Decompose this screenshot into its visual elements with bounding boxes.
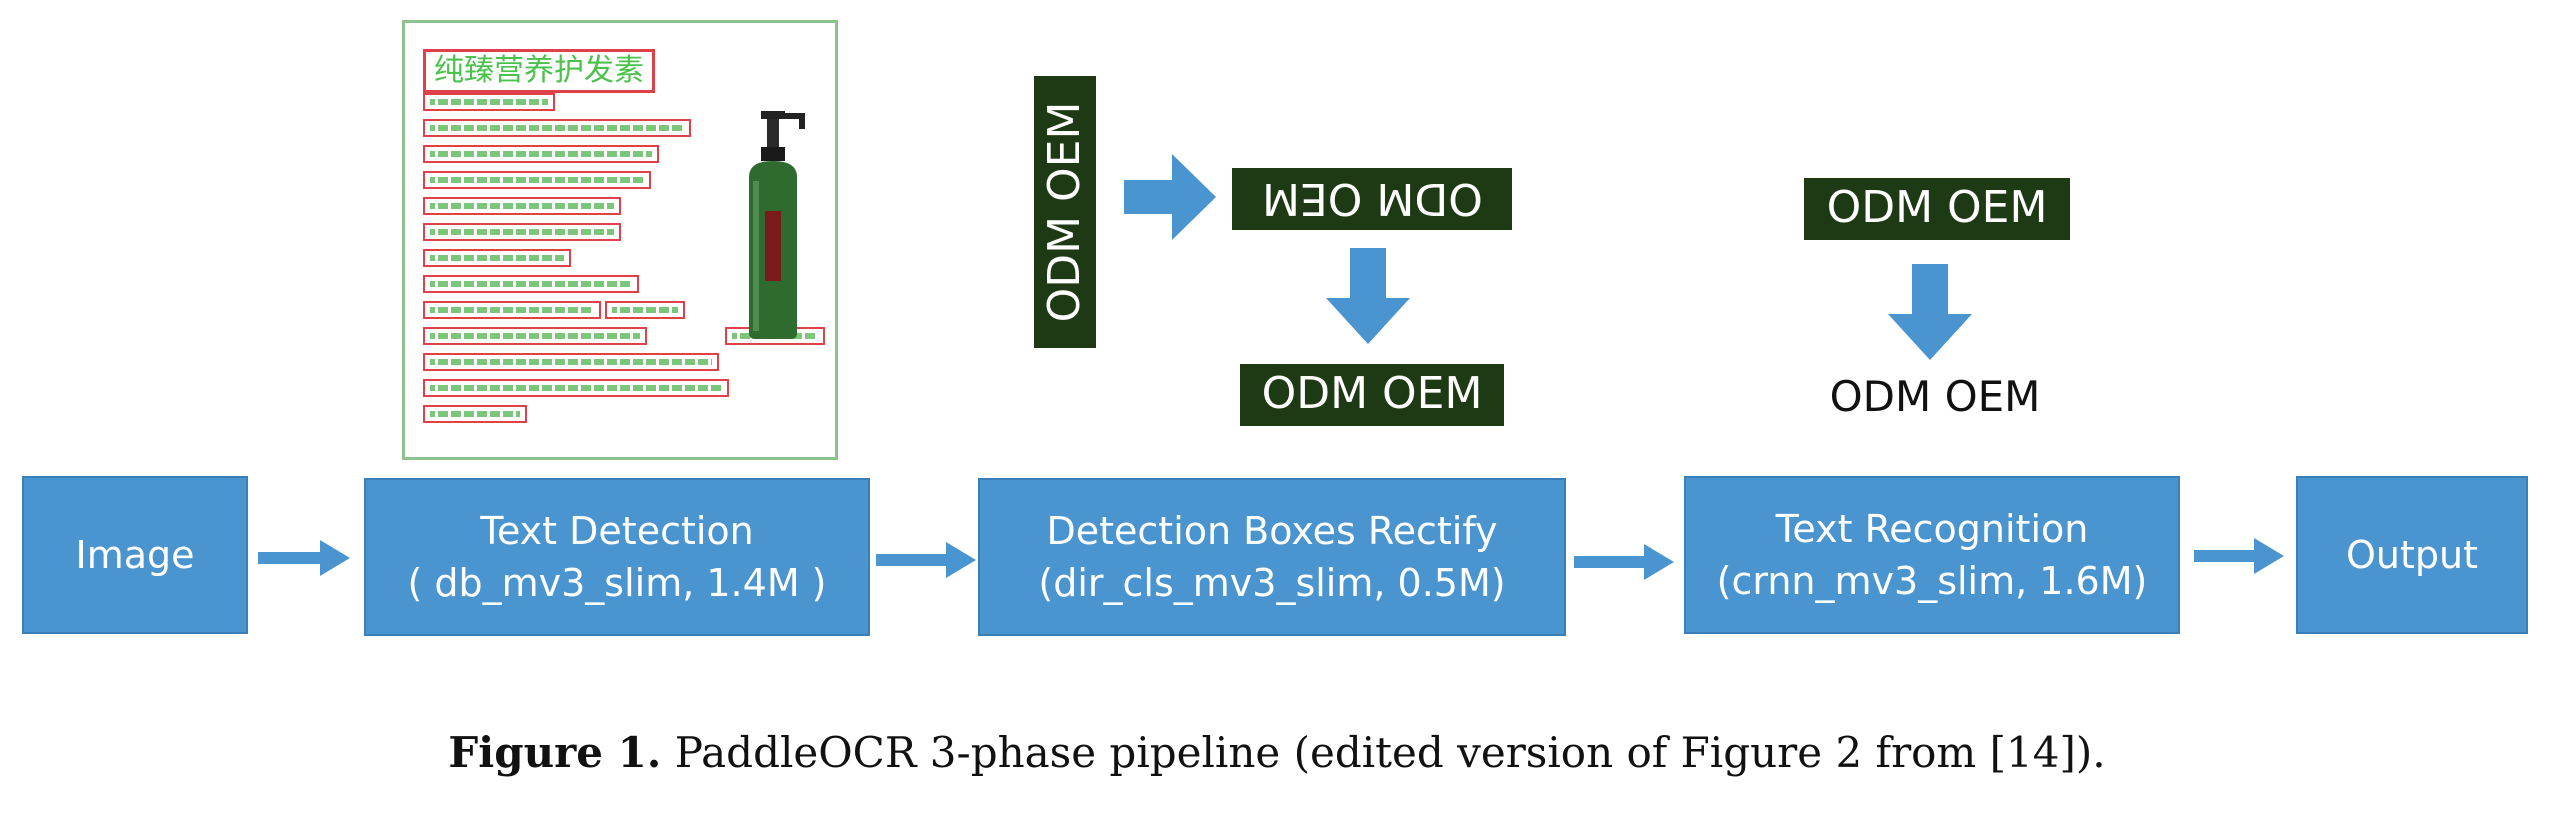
detected-text-line bbox=[423, 119, 691, 137]
right-arrow-icon bbox=[2194, 538, 2284, 574]
upside-down-text-crop: ODM OEM bbox=[1232, 168, 1512, 230]
detected-text-line bbox=[605, 301, 685, 319]
down-arrow-icon bbox=[1326, 248, 1410, 344]
detected-text-line bbox=[423, 275, 639, 293]
shampoo-bottle-image bbox=[749, 111, 805, 339]
text-detection-title: Text Detection bbox=[480, 509, 754, 553]
text-recognition-model: (crnn_mv3_slim, 1.6M) bbox=[1716, 559, 2148, 603]
rectified-text-label: ODM OEM bbox=[1261, 368, 1483, 419]
down-arrow-icon bbox=[1888, 264, 1972, 360]
text-detection-stage-box: Text Detection ( db_mv3_slim, 1.4M ) bbox=[364, 478, 870, 636]
output-stage-label: Output bbox=[2346, 533, 2478, 577]
right-arrow-icon bbox=[876, 542, 976, 578]
upside-down-text-label: ODM OEM bbox=[1261, 173, 1483, 224]
recognition-input-label: ODM OEM bbox=[1826, 182, 2048, 233]
detected-text-line bbox=[423, 171, 651, 189]
box-rectify-title: Detection Boxes Rectify bbox=[1046, 509, 1498, 553]
detected-text-line bbox=[423, 93, 555, 111]
right-arrow-icon bbox=[1574, 544, 1674, 580]
recognition-input-crop: ODM OEM bbox=[1804, 178, 2070, 240]
text-recognition-stage-box: Text Recognition (crnn_mv3_slim, 1.6M) bbox=[1684, 476, 2180, 634]
image-stage-box: Image bbox=[22, 476, 248, 634]
detected-text-line bbox=[423, 301, 601, 319]
detected-text-line bbox=[423, 327, 647, 345]
detected-text-line bbox=[423, 353, 719, 371]
sample-document-image: 纯臻营养护发素 bbox=[402, 20, 838, 460]
detected-text-line bbox=[423, 197, 621, 215]
detected-text-line bbox=[423, 145, 659, 163]
vertical-text-crop: ODM OEM bbox=[1034, 76, 1096, 348]
detected-text-line bbox=[423, 249, 571, 267]
vertical-text-label: ODM OEM bbox=[1039, 101, 1090, 323]
figure-caption-text: PaddleOCR 3-phase pipeline (edited versi… bbox=[661, 728, 2106, 777]
figure-caption-label: Figure 1. bbox=[448, 728, 662, 777]
figure-caption: Figure 1. PaddleOCR 3-phase pipeline (ed… bbox=[0, 728, 2554, 777]
output-stage-box: Output bbox=[2296, 476, 2528, 634]
right-arrow-icon bbox=[258, 540, 350, 576]
detected-text-line bbox=[423, 379, 729, 397]
detected-text-line bbox=[423, 223, 621, 241]
sample-document-title: 纯臻营养护发素 bbox=[423, 49, 655, 93]
box-rectify-stage-box: Detection Boxes Rectify (dir_cls_mv3_sli… bbox=[978, 478, 1566, 636]
right-arrow-icon bbox=[1124, 154, 1216, 240]
box-rectify-model: (dir_cls_mv3_slim, 0.5M) bbox=[1038, 561, 1506, 605]
rectified-text-crop: ODM OEM bbox=[1240, 364, 1504, 426]
text-recognition-title: Text Recognition bbox=[1775, 507, 2089, 551]
recognized-text-output: ODM OEM bbox=[1829, 372, 2041, 421]
image-stage-label: Image bbox=[75, 533, 195, 577]
detected-text-line bbox=[423, 405, 527, 423]
text-detection-model: ( db_mv3_slim, 1.4M ) bbox=[407, 561, 827, 605]
